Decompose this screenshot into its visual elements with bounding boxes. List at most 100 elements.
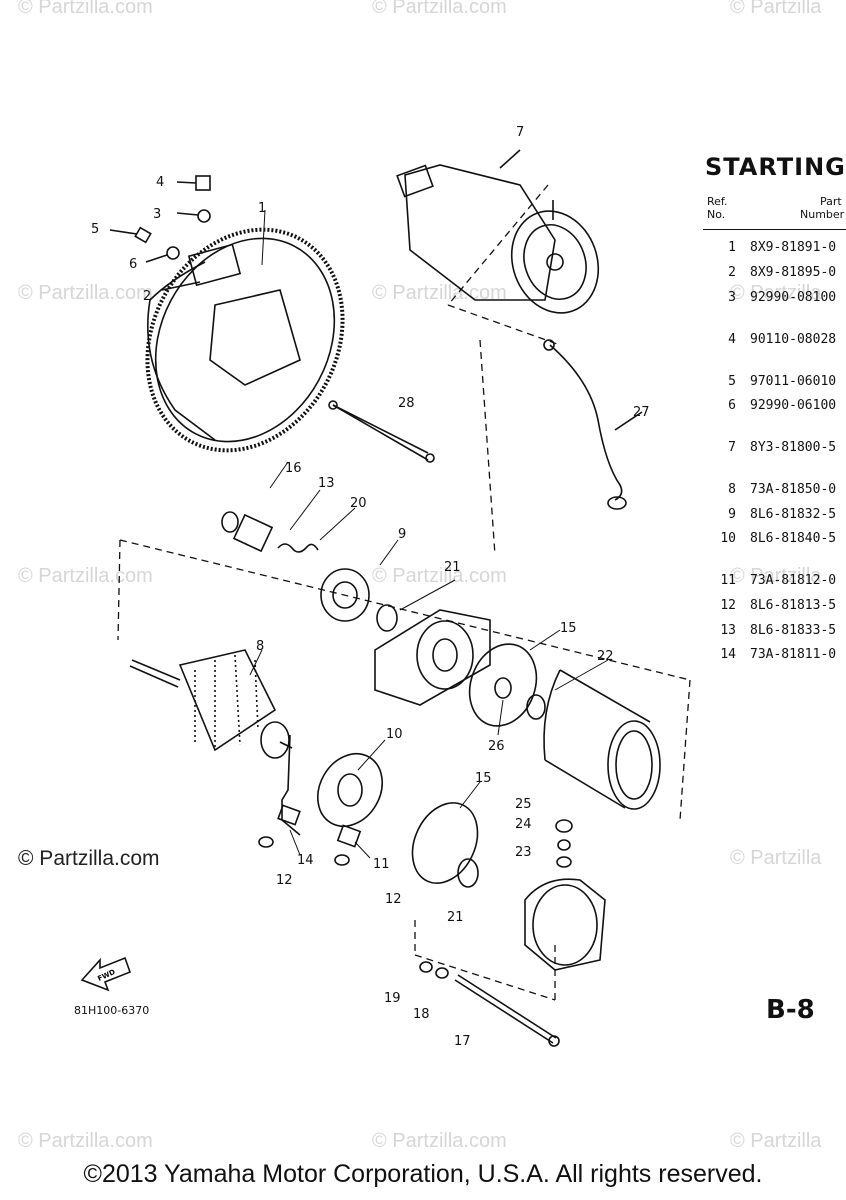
watermark: © Partzilla.com	[372, 565, 507, 587]
part-number: 73A-81811-0	[750, 647, 837, 662]
callout: 1	[258, 201, 266, 216]
watermark: © Partzilla.com	[372, 0, 507, 18]
part-number: 8L6-81840-5	[750, 531, 837, 546]
callout: 12	[276, 873, 293, 888]
figure-code: 81H100-6370	[74, 1004, 150, 1017]
table-row: 10 8L6-81840-5	[700, 531, 836, 546]
ref-number: 10	[720, 531, 736, 546]
ref-number: 11	[720, 573, 736, 588]
yoke	[543, 669, 661, 810]
armature	[129, 649, 293, 759]
callout: 21	[444, 560, 461, 575]
callout: 14	[297, 853, 314, 868]
table-row: 13 8L6-81833-5	[700, 623, 836, 638]
callout: 6	[129, 257, 137, 272]
part-number: 73A-81850-0	[750, 482, 837, 497]
table-row: 11 73A-81812-0	[700, 573, 836, 588]
callout: 15	[560, 621, 577, 636]
callout: 15	[475, 771, 492, 786]
header-part: Part Number	[800, 195, 844, 221]
callout: 27	[633, 405, 650, 420]
callout: 7	[516, 125, 524, 140]
watermark: © Partzilla	[730, 1130, 822, 1152]
callout: 26	[488, 739, 505, 754]
table-row: 8 73A-81850-0	[700, 482, 836, 497]
part-number: 90110-08028	[750, 332, 837, 347]
table-row: 14 73A-81811-0	[700, 647, 836, 662]
callout: 22	[597, 649, 614, 664]
callout: 13	[318, 476, 335, 491]
ring-gear	[145, 227, 345, 453]
bolt-assembly	[109, 175, 211, 291]
callout: 17	[454, 1034, 471, 1049]
callout: 23	[515, 845, 532, 860]
callout: 3	[153, 207, 161, 222]
part-number: 97011-06010	[750, 374, 837, 389]
ref-number: 5	[728, 374, 736, 389]
lead-wire	[549, 344, 623, 501]
watermark: © Partzilla.com	[18, 0, 153, 18]
header-divider	[703, 229, 846, 230]
ref-number: 7	[728, 440, 736, 455]
part-number: 92990-06100	[750, 398, 837, 413]
table-row: 4 90110-08028	[700, 332, 836, 347]
callout: 2	[143, 289, 151, 304]
callout: 5	[91, 222, 99, 237]
callout: 19	[384, 991, 401, 1006]
watermark: © Partzilla.com	[372, 1130, 507, 1152]
ref-number: 13	[720, 623, 736, 638]
table-row: 5 97011-06010	[700, 374, 836, 389]
part-number: 8L6-81833-5	[750, 623, 837, 638]
copyright-footer: ©2013 Yamaha Motor Corporation, U.S.A. A…	[83, 1160, 763, 1188]
watermark: © Partzilla	[730, 565, 822, 587]
watermark: © Partzilla.com	[18, 1130, 153, 1152]
header-part-line: Number	[800, 208, 845, 221]
header-ref-line: No.	[707, 208, 726, 221]
callout: 21	[447, 910, 464, 925]
ref-number: 12	[720, 598, 736, 613]
page-code: B-8	[766, 995, 815, 1025]
part-number: 8X9-81895-0	[750, 265, 837, 280]
watermark: © Partzilla	[730, 282, 822, 304]
fwd-arrow-icon	[80, 956, 132, 992]
header-ref: Ref. No.	[707, 195, 728, 221]
ref-number: 9	[728, 507, 736, 522]
callout: 20	[350, 496, 367, 511]
table-row: 12 8L6-81813-5	[700, 598, 836, 613]
table-row: 2 8X9-81895-0	[700, 265, 836, 280]
watermark: © Partzilla	[730, 847, 822, 869]
ref-number: 2	[728, 265, 736, 280]
table-row: 7 8Y3-81800-5	[700, 440, 836, 455]
part-number: 73A-81812-0	[750, 573, 837, 588]
part-number: 8Y3-81800-5	[750, 440, 837, 455]
section-title: STARTING	[705, 153, 846, 181]
ref-number: 4	[728, 332, 736, 347]
callout: 4	[156, 175, 164, 190]
table-row: 1 8X9-81891-0	[700, 240, 836, 255]
table-row: 9 8L6-81832-5	[700, 507, 836, 522]
ref-number: 14	[720, 647, 736, 662]
callout: 16	[285, 461, 302, 476]
ground-cable	[332, 404, 429, 454]
header-ref-line: Ref.	[707, 195, 728, 208]
callout: 10	[386, 727, 403, 742]
ref-number: 1	[728, 240, 736, 255]
part-number: 8L6-81813-5	[750, 598, 837, 613]
part-number: 92990-08100	[750, 290, 837, 305]
watermark: © Partzilla.com	[18, 282, 153, 304]
ref-number: 8	[728, 482, 736, 497]
part-number: 8L6-81832-5	[750, 507, 837, 522]
header-part-line: Part	[820, 195, 842, 208]
part-number: 8X9-81891-0	[750, 240, 837, 255]
callout: 28	[398, 396, 415, 411]
callout: 11	[373, 857, 390, 872]
watermark: © Partzilla	[730, 0, 822, 18]
watermark: © Partzilla.com	[18, 847, 160, 870]
callout: 25	[515, 797, 532, 812]
callout: 12	[385, 892, 402, 907]
starter-motor	[396, 149, 600, 314]
callout: 18	[413, 1007, 430, 1022]
